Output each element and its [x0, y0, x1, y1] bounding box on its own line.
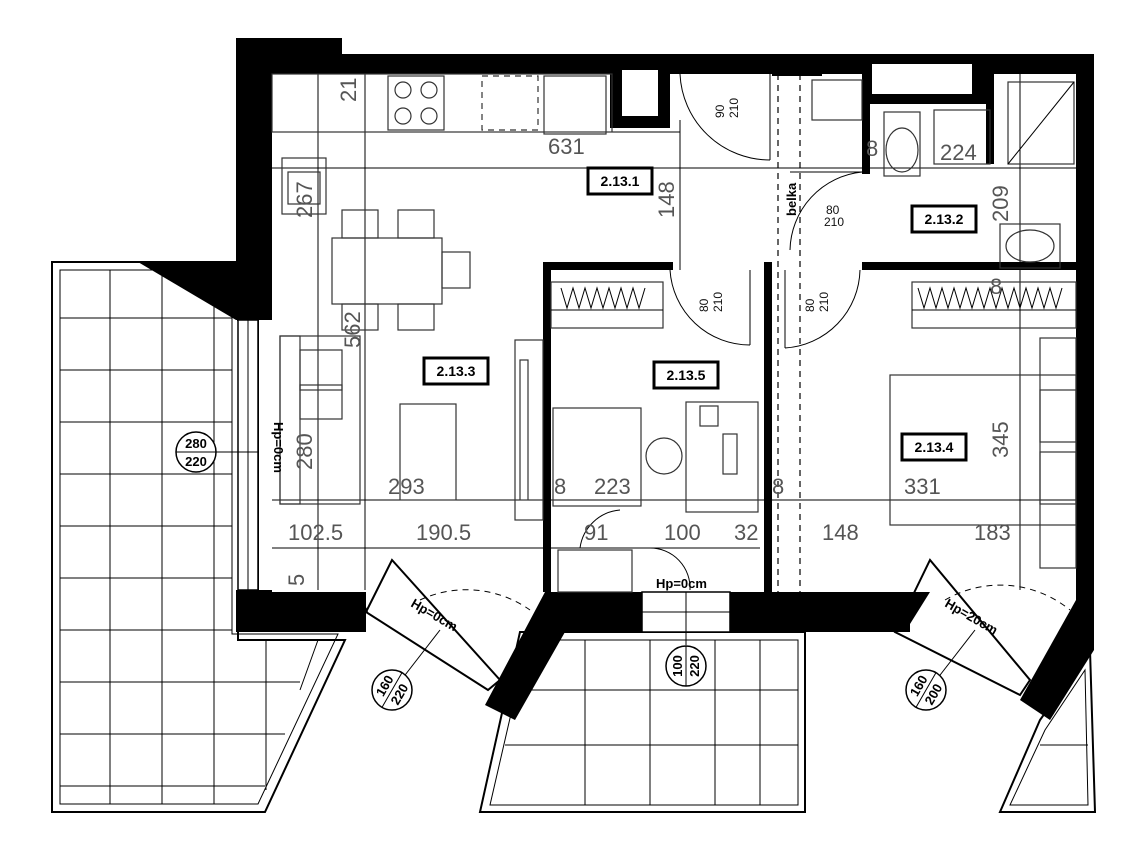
- dim-8-room4: 8: [990, 274, 1002, 299]
- door-notes: 90 210 80 210 80 210 80 210 belka: [697, 98, 844, 312]
- door-room5-height: 210: [711, 292, 725, 312]
- hp-balcony-left: Hp=0cm: [409, 596, 461, 634]
- hp-balcony-right: Hp=20cm: [943, 596, 1001, 638]
- dim-148-horizontal: 148: [822, 520, 859, 545]
- room-label-2.13.3: 2.13.3: [422, 356, 490, 386]
- room-label-2.13.5: 2.13.5: [652, 360, 720, 390]
- door-bath-width: 80: [826, 203, 840, 217]
- belka-note: belka: [784, 182, 799, 216]
- room-label-2.13.2: 2.13.2: [910, 204, 978, 234]
- room-label-2.13.4: 2.13.4: [900, 432, 968, 462]
- room-id-2.13.4: 2.13.4: [915, 439, 954, 455]
- door-room4-height: 210: [817, 292, 831, 312]
- room-id-2.13.2: 2.13.2: [925, 211, 964, 227]
- dim-148-vertical: 148: [654, 181, 679, 218]
- room4-furniture: [889, 281, 1077, 569]
- dimensions: 21 631 148 267 562 280 293 8 223 8 331 3…: [284, 78, 1013, 586]
- dim-5: 5: [284, 574, 309, 586]
- room5-furniture: [514, 281, 759, 593]
- door-room5-width: 80: [697, 298, 711, 312]
- dim-345: 345: [988, 421, 1013, 458]
- center-balcony: [478, 631, 806, 813]
- dim-8-right: 8: [772, 474, 784, 499]
- kitchen-counter: [271, 73, 613, 215]
- door-room4-width: 80: [803, 298, 817, 312]
- dim-209: 209: [988, 185, 1013, 222]
- dim-331: 331: [904, 474, 941, 499]
- door-kitchen-width: 90: [713, 104, 727, 118]
- room-id-2.13.5: 2.13.5: [667, 367, 706, 383]
- balcony-center-width: 100: [670, 655, 685, 677]
- dim-21: 21: [336, 78, 361, 102]
- dim-224: 224: [940, 140, 977, 165]
- door-bath-height: 210: [824, 215, 844, 229]
- opening-left-window: 280 220: [175, 431, 258, 473]
- left-window: [237, 319, 259, 591]
- door-kitchen-height: 210: [727, 98, 741, 118]
- dim-183: 183: [974, 520, 1011, 545]
- left-window-height: 220: [185, 454, 207, 469]
- door-swings: [579, 73, 863, 591]
- hp-left-window: Hp=0cm: [271, 422, 286, 473]
- dim-8-left: 8: [554, 474, 566, 499]
- dim-91: 91: [584, 520, 608, 545]
- dim-223: 223: [594, 474, 631, 499]
- dim-100: 100: [664, 520, 701, 545]
- walls: [138, 38, 1094, 720]
- bathroom-fixtures: [811, 79, 1075, 269]
- balcony-center-height: 220: [687, 655, 702, 677]
- dim-102.5: 102.5: [288, 520, 343, 545]
- hp-center: Hp=0cm: [656, 576, 707, 591]
- opening-balcony-right: 160 200: [905, 629, 976, 711]
- room-id-2.13.3: 2.13.3: [437, 363, 476, 379]
- dim-293: 293: [388, 474, 425, 499]
- dim-631: 631: [548, 134, 585, 159]
- room-label-2.13.1: 2.13.1: [586, 166, 654, 196]
- dining-table: [331, 209, 471, 331]
- room-id-2.13.1: 2.13.1: [601, 173, 640, 189]
- dim-267: 267: [292, 181, 317, 218]
- dim-190.5: 190.5: [416, 520, 471, 545]
- balcony-doors: [364, 558, 1071, 697]
- dim-562: 562: [340, 311, 365, 348]
- dim-8-bath: 8: [866, 136, 878, 161]
- opening-balcony-center: 100 220: [665, 592, 707, 687]
- dim-32: 32: [734, 520, 758, 545]
- sofa: [279, 335, 457, 505]
- opening-balcony-left: 160 220: [371, 629, 441, 711]
- left-window-width: 280: [185, 436, 207, 451]
- dim-280: 280: [292, 433, 317, 470]
